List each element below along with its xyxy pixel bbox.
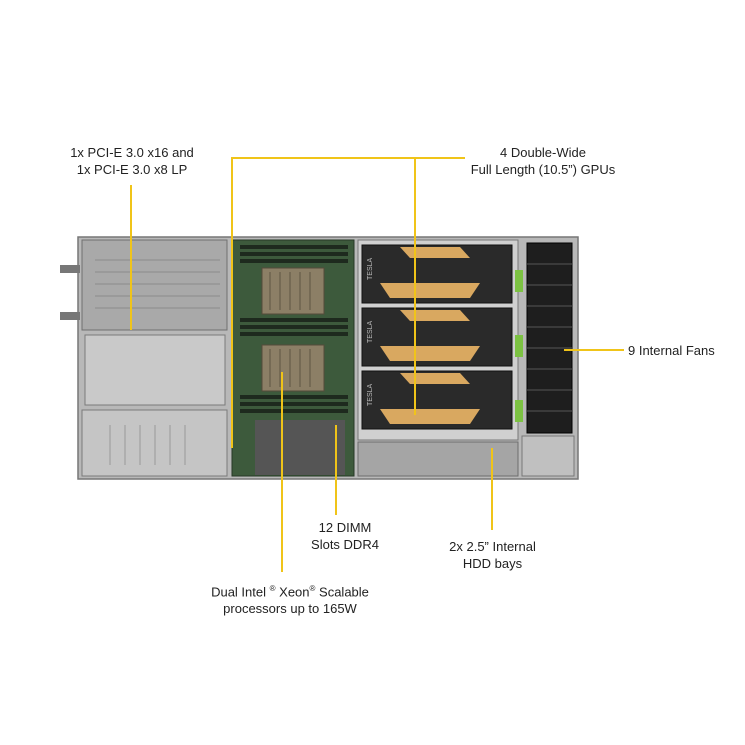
- pcie-riser-bay: [81, 239, 228, 331]
- gpu-callout-line2: Full Length (10.5”) GPUs: [470, 162, 616, 177]
- fan-dividers: [527, 263, 572, 412]
- gpu-label-2: TESLA: [367, 320, 374, 343]
- dimm-callout-line2: Slots DDR4: [311, 537, 379, 552]
- gpu-cards: [361, 244, 513, 430]
- gpu-latches: [515, 270, 523, 422]
- hdd-callout-line2: HDD bays: [462, 556, 523, 571]
- fans-callout-line1: 9 Internal Fans: [628, 343, 715, 358]
- gpu-callout-line1: 4 Double-Wide: [500, 145, 586, 160]
- hdd-bay-area: [357, 441, 519, 477]
- pcie-callout-line2: 1x PCI-E 3.0 x8 LP: [76, 162, 188, 177]
- heatsink-fins: [269, 272, 311, 387]
- pcie-callout-line1: 1x PCI-E 3.0 x16 and: [70, 145, 194, 160]
- gpu-brand-labels: TESLA TESLA TESLA: [367, 257, 374, 406]
- callout-lines: [130, 157, 624, 572]
- dimm-callout-line1: 12 DIMM: [318, 520, 372, 535]
- board-fan-area: [255, 420, 345, 475]
- gpu-callout-label: 4 Double-Wide Full Length (10.5”) GPUs: [458, 144, 628, 178]
- fans-callout-label: 9 Internal Fans: [628, 342, 733, 359]
- psu-handle-top: [60, 265, 80, 273]
- cpu-heatsink-1: [261, 267, 325, 315]
- gpu-gold-accents: [380, 247, 480, 424]
- gpu-label-3: TESLA: [367, 383, 374, 406]
- mid-bay: [84, 334, 226, 406]
- lower-riser-slots: [109, 425, 186, 465]
- hdd-callout-label: 2x 2.5” Internal HDD bays: [435, 538, 550, 572]
- rear-io: [521, 435, 575, 477]
- cpu-callout-label: Dual Intel ® Xeon® Scalable processors u…: [200, 580, 380, 617]
- psu-handle-bottom: [60, 312, 80, 320]
- gpu-callout-line: [231, 157, 465, 448]
- cpu-callout-line1: Dual Intel ® Xeon® Scalable: [211, 584, 369, 600]
- cpu-callout-line2: processors up to 165W: [223, 601, 357, 617]
- pcie-callout-label: 1x PCI-E 3.0 x16 and 1x PCI-E 3.0 x8 LP: [52, 144, 212, 178]
- hdd-callout-line1: 2x 2.5” Internal: [449, 539, 536, 554]
- cpu-heatsink-2: [261, 344, 325, 392]
- riser-vents: [95, 259, 220, 309]
- fan-wall: [526, 242, 573, 434]
- dimm-callout-label: 12 DIMM Slots DDR4: [295, 519, 395, 553]
- dimm-slots: [240, 245, 348, 413]
- gpu-label-1: TESLA: [367, 257, 374, 280]
